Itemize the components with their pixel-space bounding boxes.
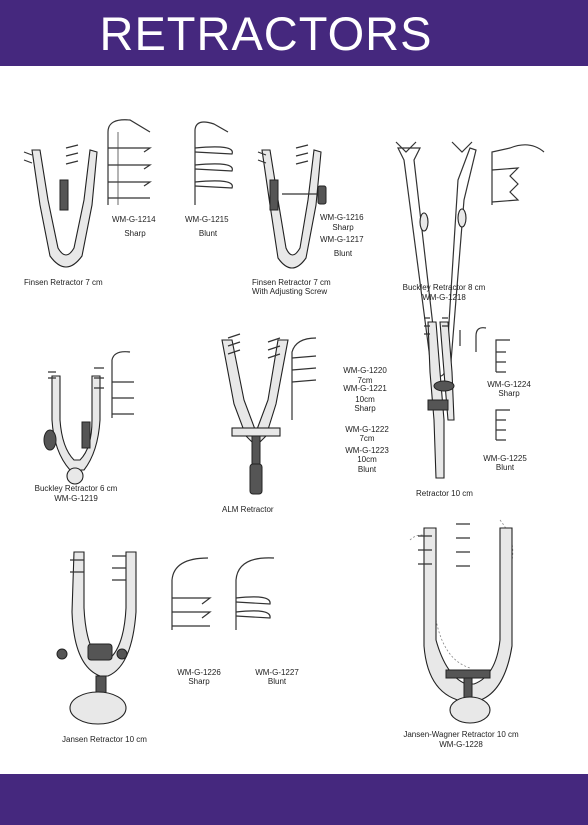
code-1220: WM-G-1220	[343, 366, 387, 375]
code-1225: WM-G-1225	[483, 454, 527, 463]
sharp-1216: Sharp	[332, 223, 354, 232]
blunt-1227: Blunt	[267, 677, 287, 686]
jansen-retractor-illustration	[56, 551, 137, 725]
size-1223: 10cm	[357, 455, 377, 464]
blunt-1215: Blunt	[198, 229, 218, 238]
sharp-1221: Sharp	[354, 404, 376, 413]
page-title: RETRACTORS	[99, 7, 433, 60]
retractor-10-label: Retractor 10 cm	[416, 489, 473, 498]
code-1221: WM-G-1221	[343, 384, 387, 393]
code-1223: WM-G-1223	[345, 446, 389, 455]
buckley-6-code: WM-G-1219	[54, 494, 98, 503]
size-1220: 7cm	[357, 376, 373, 385]
jansen-10-label: Jansen Retractor 10 cm	[62, 735, 147, 744]
blunt-1225: Blunt	[495, 463, 515, 472]
code-1214: WM-G-1214	[112, 215, 156, 224]
retractor-10-illustration	[424, 317, 510, 479]
size-1221: 10cm	[355, 395, 375, 404]
finsen-screw-retractor-illustration	[257, 144, 327, 269]
buckley-6-label: Buckley Retractor 6 cm	[34, 484, 118, 493]
blunt-blade-1227-illustration	[235, 557, 275, 630]
footer-band	[0, 774, 588, 825]
jansen-wagner-label: Jansen-Wagner Retractor 10 cm	[403, 730, 519, 739]
header-band: RETRACTORS	[0, 0, 588, 66]
sharp-1224: Sharp	[498, 389, 520, 398]
jansen-wagner-illustration	[409, 519, 514, 724]
code-1226: WM-G-1226	[177, 668, 221, 677]
sharp-1214: Sharp	[124, 229, 146, 238]
alm-label: ALM Retractor	[222, 505, 274, 514]
finsen-retractor-illustration	[23, 144, 98, 268]
finsen-screw-label-1: Finsen Retractor 7 cm	[252, 278, 331, 287]
code-1222: WM-G-1222	[345, 425, 389, 434]
buckley-6-illustration	[43, 351, 134, 485]
code-1217: WM-G-1217	[320, 235, 364, 244]
code-1216: WM-G-1216	[320, 213, 364, 222]
sharp-1226: Sharp	[188, 677, 210, 686]
blunt-blade-1215-illustration	[194, 121, 233, 205]
alm-retractor-illustration	[221, 333, 317, 495]
code-1224: WM-G-1224	[487, 380, 531, 389]
buckley-8-label: Buckley Retractor 8 cm	[402, 283, 486, 292]
blunt-1223: Blunt	[357, 465, 377, 474]
buckley-8-code: WM-G-1218	[422, 293, 466, 302]
blunt-1217: Blunt	[333, 249, 353, 258]
buckley-8-illustration	[395, 141, 545, 385]
code-1215: WM-G-1215	[185, 215, 229, 224]
code-1227: WM-G-1227	[255, 668, 299, 677]
size-1222: 7cm	[359, 434, 375, 443]
sharp-blade-1226-illustration	[171, 557, 212, 630]
finsen-screw-label-2: With Adjusting Screw	[252, 287, 328, 296]
jansen-wagner-code: WM-G-1228	[439, 740, 483, 749]
finsen-7-label: Finsen Retractor 7 cm	[24, 278, 103, 287]
sharp-blade-1214-illustration	[107, 119, 152, 205]
